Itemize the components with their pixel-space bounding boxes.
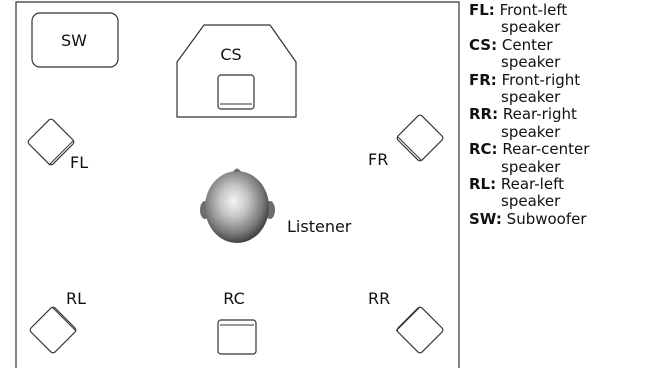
front-left-speaker-box	[27, 118, 75, 166]
legend-desc-continued: speaker	[501, 18, 561, 37]
subwoofer-box	[31, 12, 119, 68]
rear-right-speaker-box	[396, 306, 444, 354]
legend-desc: Rear-center	[502, 140, 590, 159]
legend-desc: Subwoofer	[506, 209, 587, 228]
rear-center-speaker: RC	[217, 289, 257, 355]
front-left-speaker-edge	[48, 140, 74, 166]
center-speaker-housing	[176, 24, 297, 118]
legend-key: FR:	[469, 70, 497, 89]
listener: Listener	[200, 168, 352, 243]
front-right-speaker: FR	[368, 114, 444, 169]
legend-desc-continued: speaker	[501, 88, 561, 107]
center-speaker-label: CS	[220, 45, 241, 64]
legend-key: FL:	[469, 1, 495, 19]
subwoofer-label: SW	[61, 31, 87, 50]
legend-entry-fr: FR: Front-right speaker	[469, 70, 645, 107]
legend-desc: Center	[501, 35, 553, 54]
legend-key: RR:	[469, 105, 499, 124]
legend-key: SW:	[469, 209, 502, 228]
rear-center-speaker-box	[217, 319, 257, 355]
front-right-speaker-box	[396, 114, 444, 162]
legend-desc: Front-right	[501, 70, 581, 89]
room-outline	[15, 1, 460, 368]
legend-key: RL:	[469, 175, 497, 194]
rear-center-speaker-label: RC	[223, 289, 245, 308]
rear-right-speaker-edge	[395, 306, 421, 332]
legend-key: CS:	[469, 35, 498, 54]
legend-entry-rl: RL: Rear-left speaker	[469, 175, 645, 211]
rear-left-speaker: RL	[29, 289, 86, 354]
legend-desc: Rear-left	[500, 175, 564, 194]
rear-left-speaker-box	[29, 306, 77, 354]
legend-entry-sw: SW: Subwoofer	[469, 209, 645, 228]
legend-entry-fl: FL: Front-left speaker	[469, 1, 645, 37]
rear-left-speaker-edge	[51, 306, 77, 332]
rear-right-speaker: RR	[368, 289, 444, 354]
legend-desc-continued: speaker	[501, 192, 561, 211]
legend-desc-continued: speaker	[501, 122, 561, 141]
legend-entry-rc: RC: Rear-center speaker	[469, 141, 645, 176]
center-speaker-cone	[217, 74, 255, 110]
subwoofer: SW	[31, 12, 119, 68]
center-speaker: CS	[176, 24, 297, 118]
front-left-speaker: FL	[27, 118, 88, 172]
rear-right-speaker-label: RR	[368, 289, 390, 308]
listener-head	[205, 171, 269, 243]
front-right-speaker-label: FR	[368, 150, 388, 169]
legend-desc-continued: speaker	[501, 157, 561, 176]
legend-desc-continued: speaker	[501, 53, 561, 72]
legend-desc: Rear-right	[502, 105, 577, 124]
legend-entry-cs: CS: Center speaker	[469, 35, 645, 72]
legend-entry-rr: RR: Rear-right speaker	[469, 106, 645, 141]
legend: FL: Front-left speaker CS: Center speake…	[469, 1, 645, 228]
rear-left-speaker-label: RL	[66, 289, 86, 308]
listener-label: Listener	[287, 217, 352, 236]
front-right-speaker-edge	[397, 136, 422, 161]
front-left-speaker-label: FL	[70, 153, 88, 172]
legend-desc: Front-left	[499, 1, 568, 19]
listener-nose	[233, 168, 241, 172]
legend-key: RC:	[469, 140, 498, 159]
